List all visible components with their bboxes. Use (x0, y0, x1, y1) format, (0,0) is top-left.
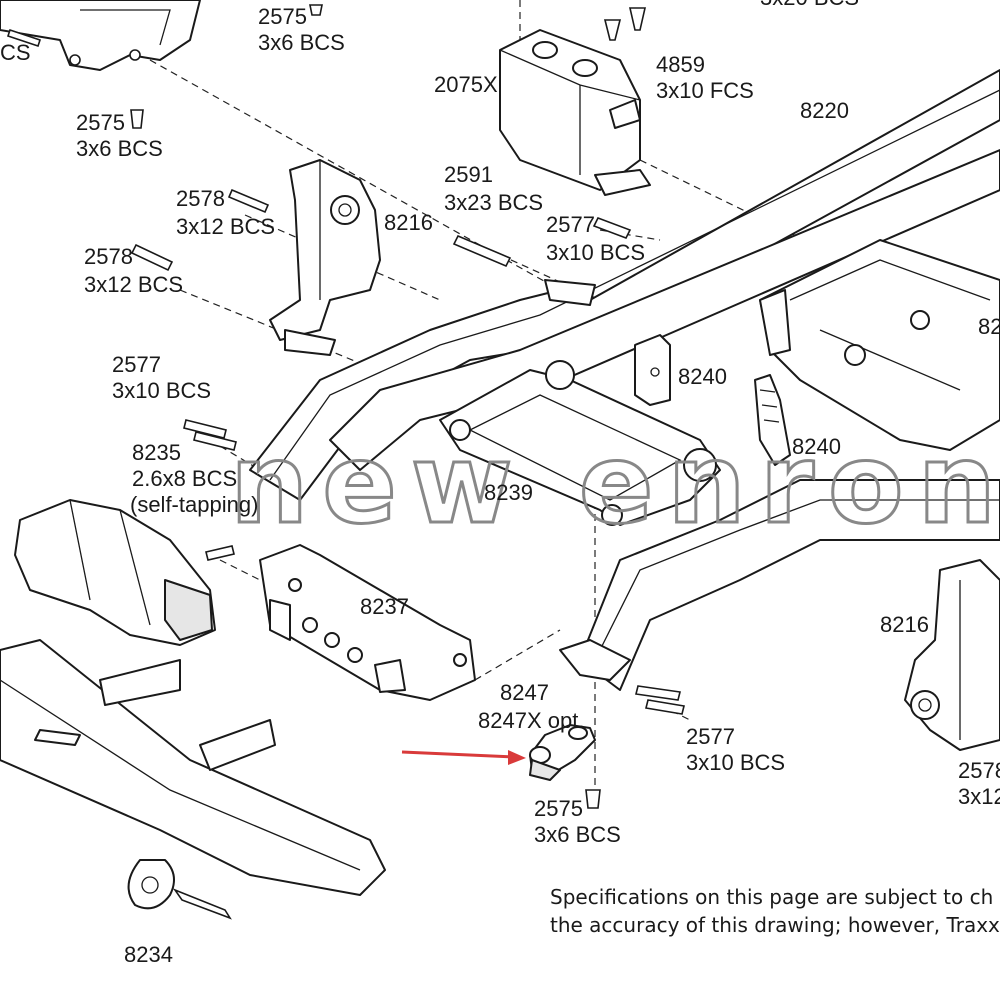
battery-tray (759, 239, 1000, 451)
label-2578-a-desc: 3x12 BCS (176, 214, 275, 239)
label-8234: 8234 (124, 942, 173, 967)
label-8240-b: 8240 (792, 434, 841, 459)
label-8247: 8247 (500, 680, 549, 705)
servo-2075x (499, 29, 651, 196)
label-2578-a-num: 2578 (176, 186, 225, 211)
label-2577-c-num: 2577 (686, 724, 735, 749)
label-8220: 8220 (800, 98, 849, 123)
label-2578-c-desc: 3x12 (958, 784, 1000, 809)
bumper-mount-8237 (259, 544, 476, 701)
label-2575-left-num: 2575 (76, 110, 125, 135)
highlight-arrow (401, 750, 526, 765)
label-2577-b-num: 2577 (112, 352, 161, 377)
label-2575-top-num: 2575 (258, 4, 307, 29)
label-2577-a-desc: 3x10 BCS (546, 240, 645, 265)
label-2578-b-num: 2578 (84, 244, 133, 269)
top-left-mount (0, 0, 201, 71)
crossmember-8239 (439, 360, 721, 526)
label-2575-top-desc: 3x6 BCS (258, 30, 345, 55)
label-82-cut: 82 (978, 314, 1000, 339)
label-8247x: 8247X opt. (478, 708, 584, 733)
clip-8240-a (634, 334, 671, 406)
part-labels: 2575 3x6 BCS 2575 3x6 BCS CS 3x20 BCS 20… (0, 0, 1000, 967)
label-8216-right: 8216 (880, 612, 929, 637)
label-8240-a: 8240 (678, 364, 727, 389)
label-2591-num: 2591 (444, 162, 493, 187)
shock-tower-8216-left (269, 159, 381, 356)
disclaimer: Specifications on this page are subject … (550, 885, 1000, 937)
label-2577-b-desc: 3x10 BCS (112, 378, 211, 403)
watermark-text: new enron (230, 420, 1000, 548)
clip-8240-b (754, 374, 791, 466)
label-top-left-cut: CS (0, 40, 31, 65)
label-top-cut: 3x20 BCS (760, 0, 859, 10)
label-2577-c-desc: 3x10 BCS (686, 750, 785, 775)
label-4859-num: 4859 (656, 52, 705, 77)
label-2575-left-desc: 3x6 BCS (76, 136, 163, 161)
label-2575-bottom-desc: 3x6 BCS (534, 822, 621, 847)
disclaimer-line-1: Specifications on this page are subject … (550, 885, 993, 909)
winch (14, 499, 216, 646)
label-2575-bottom-num: 2575 (534, 796, 583, 821)
label-8237: 8237 (360, 594, 409, 619)
label-2577-a-num: 2577 (546, 212, 595, 237)
label-8235-num: 8235 (132, 440, 181, 465)
label-2075x: 2075X (434, 72, 498, 97)
label-8235-desc: 2.6x8 BCS (132, 466, 237, 491)
label-4859-desc: 3x10 FCS (656, 78, 754, 103)
label-8239: 8239 (484, 480, 533, 505)
front-bumper (0, 639, 386, 896)
label-8235-note: (self-tapping) (130, 492, 258, 517)
shock-tower-8216-right (904, 559, 1000, 751)
shackle-8234 (127, 859, 232, 920)
label-2591-desc: 3x23 BCS (444, 190, 543, 215)
screws (6, 4, 685, 809)
label-2578-c-num: 2578 (958, 758, 1000, 783)
label-2578-b-desc: 3x12 BCS (84, 272, 183, 297)
label-8216-left: 8216 (384, 210, 433, 235)
servo-horn-8247 (529, 724, 596, 781)
disclaimer-line-2: the accuracy of this drawing; however, T… (550, 913, 1000, 937)
